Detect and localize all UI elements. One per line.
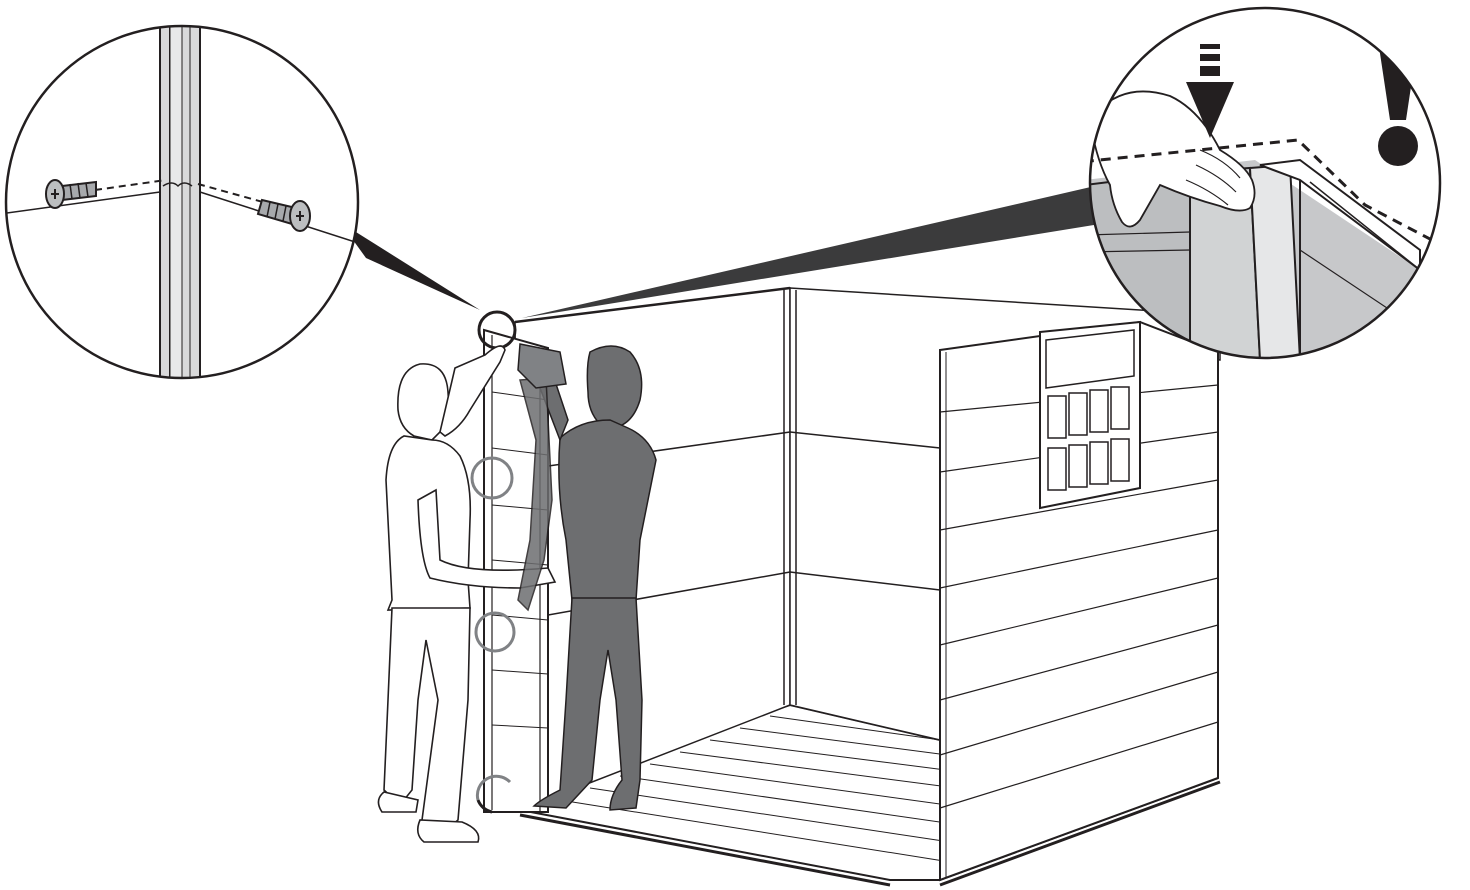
press-down-detail-callout bbox=[1050, 8, 1470, 360]
left-callout-pointer bbox=[340, 222, 480, 310]
screw-detail-callout bbox=[0, 0, 380, 400]
shed-window bbox=[1040, 322, 1140, 508]
corner-post bbox=[160, 0, 200, 400]
